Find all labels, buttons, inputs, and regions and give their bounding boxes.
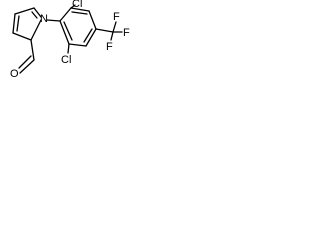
trifluoromethyl-group (95, 21, 123, 41)
bond-n-c2 (30, 19, 42, 41)
atom-chlorine-bottom: Cl (61, 54, 71, 66)
atom-chlorine-top: Cl (72, 0, 82, 10)
bond-b4-b5 (85, 28, 97, 47)
bond-b2-cl (70, 4, 76, 9)
atom-fluorine-right: F (123, 27, 130, 39)
bond-cho-o (19, 59, 35, 74)
bond-b4-cf3 (95, 28, 114, 33)
bond-c2-c3 (12, 32, 32, 41)
atom-fluorine-top: F (113, 11, 120, 23)
bond-c5-n-double (31, 11, 38, 19)
bond-c3-c4-double (16, 15, 20, 32)
bond-b1-b2 (59, 7, 72, 22)
bond-b6-cl (67, 43, 70, 54)
bond-b2-b3 (70, 7, 90, 12)
bond-b5-b6 (68, 43, 87, 47)
bond-b2-b3-double (71, 11, 88, 15)
bond-c4-c5 (14, 7, 35, 15)
bond-b6-b1 (59, 20, 70, 45)
bond-cf3-f-bottom (110, 31, 114, 41)
bond-c2-cho (30, 39, 35, 61)
bond-b4-b5-double (83, 28, 93, 43)
bond-cho-o-double (18, 55, 32, 69)
atom-oxygen: O (10, 68, 19, 80)
bond-cf3-f-top (112, 21, 117, 33)
aldehyde-group (18, 39, 35, 74)
bond-b6-b1-double (63, 21, 73, 41)
atom-nitrogen: N (40, 13, 48, 25)
bond-b3-b4 (88, 10, 97, 30)
chemical-structure: O N Cl Cl F F F (10, 0, 130, 80)
bond-c3-c4 (12, 13, 16, 34)
bond-n-aryl (46, 19, 61, 22)
bond-c5-n (33, 7, 42, 18)
atom-fluorine-bottom: F (106, 41, 113, 53)
benzene-ring (59, 7, 97, 47)
pyrrole-ring (12, 7, 42, 41)
